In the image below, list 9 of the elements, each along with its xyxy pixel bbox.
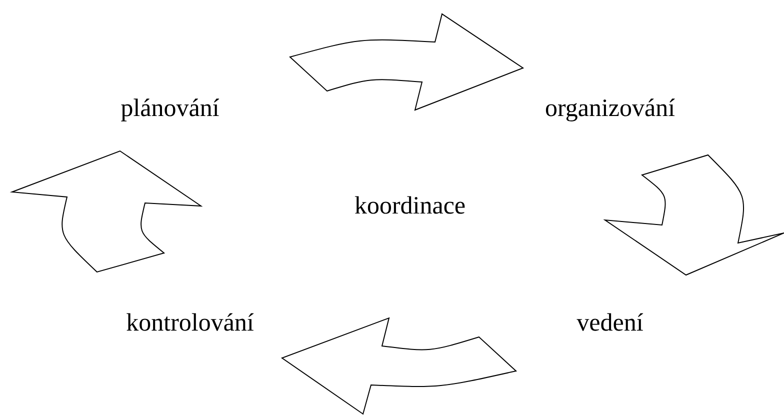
stage-label: plánování: [121, 98, 220, 122]
block-arrow: [12, 150, 202, 272]
stage-label: vedení: [576, 313, 644, 331]
stage-label: organizování: [546, 98, 675, 122]
center-label: koordinace: [354, 196, 465, 214]
block-arrow: [282, 318, 516, 414]
block-arrow: [604, 154, 784, 276]
block-arrow: [290, 14, 524, 110]
stage-label: kontrolování: [126, 313, 254, 331]
